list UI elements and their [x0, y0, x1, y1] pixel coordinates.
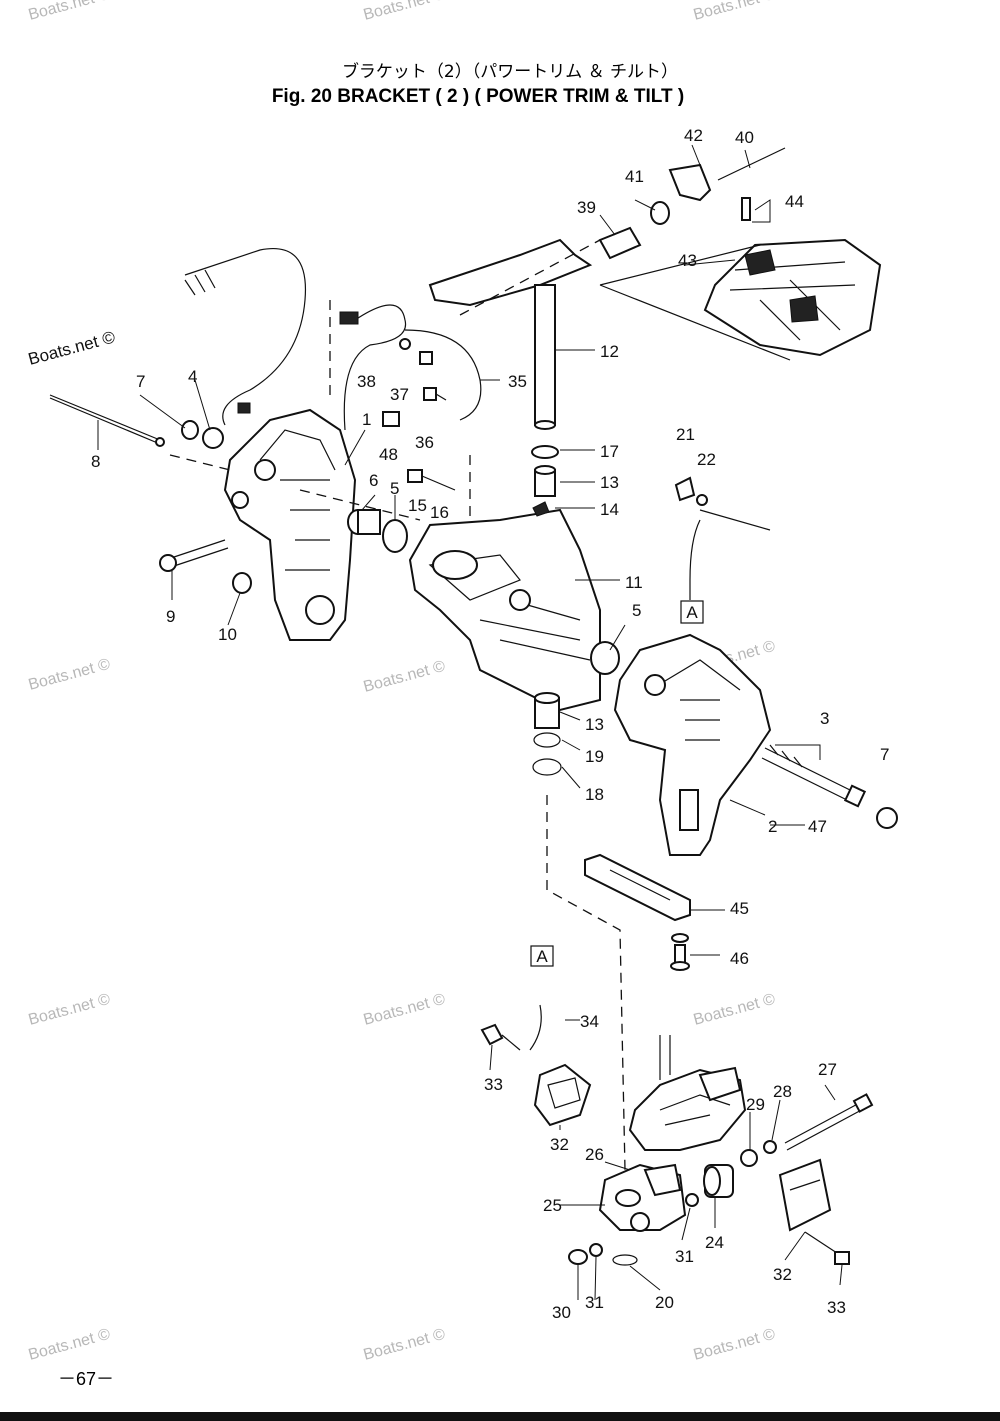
ground-lead — [674, 476, 771, 600]
callout-10: 10 — [218, 625, 237, 644]
callout-32: 32 — [773, 1265, 792, 1284]
callout-46: 46 — [730, 949, 749, 968]
steering-shaft — [534, 284, 556, 430]
callout-4: 4 — [188, 367, 197, 386]
callout-11: 11 — [625, 573, 643, 592]
bottom-rule — [0, 1412, 1000, 1421]
callout-45: 45 — [730, 899, 749, 918]
center-lines — [169, 300, 626, 1171]
watermark: Boats.net © — [692, 991, 778, 1029]
watermark: Boats.net © — [362, 0, 448, 24]
callout-40: 40 — [735, 128, 754, 147]
callout-14: 14 — [600, 500, 619, 519]
callout-13: 13 — [585, 715, 604, 734]
watermark-dark: Boats.net © — [26, 327, 117, 369]
upper-bracket-arm — [428, 147, 786, 316]
callout-48: 48 — [379, 445, 398, 464]
callout-12: 12 — [600, 342, 619, 361]
callout-19: 19 — [585, 747, 604, 766]
callout-37: 37 — [390, 385, 409, 404]
callout-26: 26 — [585, 1145, 604, 1164]
callout-17: 17 — [600, 442, 619, 461]
callout-33: 33 — [484, 1075, 503, 1094]
callout-47: 47 — [808, 817, 827, 836]
callout-8: 8 — [91, 452, 100, 471]
bushing-set — [347, 509, 408, 553]
watermark: Boats.net © — [27, 1326, 113, 1364]
ref-label-a-upper: A — [686, 603, 698, 622]
swivel-bracket — [408, 445, 601, 712]
watermark: Boats.net © — [692, 0, 778, 24]
callout-24: 24 — [705, 1233, 724, 1252]
watermark: Boats.net © — [27, 991, 113, 1029]
callout-16: 16 — [430, 503, 449, 522]
callout-6: 6 — [369, 471, 378, 490]
watermark: Boats.net © — [362, 658, 448, 696]
callout-33: 33 — [827, 1298, 846, 1317]
callout-21: 21 — [676, 425, 695, 444]
callout-41: 41 — [625, 167, 644, 186]
callout-15: 15 — [408, 496, 427, 515]
callout-31: 31 — [675, 1247, 694, 1266]
callout-27: 27 — [818, 1060, 837, 1079]
left-hardware — [49, 394, 252, 594]
ref-box-a-lower — [530, 945, 554, 967]
callout-44: 44 — [785, 192, 804, 211]
callout-13: 13 — [600, 473, 619, 492]
callout-22: 22 — [697, 450, 716, 469]
left-stern-bracket — [223, 408, 357, 641]
trim-cylinder-assembly — [480, 1004, 874, 1266]
page-number: －67－ — [58, 1369, 114, 1389]
callout-32: 32 — [550, 1135, 569, 1154]
tilt-bolt — [761, 744, 898, 829]
callout-2: 2 — [768, 817, 777, 836]
wiring-harness — [184, 248, 482, 431]
leader-lines — [97, 144, 843, 1301]
watermark: Boats.net © — [362, 1326, 448, 1364]
title-english: Fig. 20 BRACKET ( 2 ) ( POWER TRIM & TIL… — [272, 86, 684, 107]
callout-35: 35 — [508, 372, 527, 391]
ref-label-a-lower: A — [536, 947, 548, 966]
callout-30: 30 — [552, 1303, 571, 1322]
callout-36: 36 — [415, 433, 434, 452]
watermark: Boats.net © — [692, 1326, 778, 1364]
watermark: Boats.net © — [27, 656, 113, 694]
title-japanese: ブラケット（2）（パワートリム ＆ チルト） — [342, 61, 678, 82]
callout-43: 43 — [678, 251, 697, 270]
callout-28: 28 — [773, 1082, 792, 1101]
callout-1: 1 — [362, 410, 371, 429]
callout-25: 25 — [543, 1196, 562, 1215]
callout-18: 18 — [585, 785, 604, 804]
callout-7: 7 — [136, 372, 145, 391]
callout-5: 5 — [632, 601, 641, 620]
callout-42: 42 — [684, 126, 703, 145]
callout-39: 39 — [577, 198, 596, 217]
callout-9: 9 — [166, 607, 175, 626]
watermark: Boats.net © — [27, 0, 113, 24]
small-bolts — [382, 338, 456, 491]
right-stern-bracket — [613, 633, 772, 856]
ref-box-a-upper — [680, 600, 704, 624]
watermark: Boats.net © — [362, 991, 448, 1029]
callout-29: 29 — [746, 1095, 765, 1114]
callout-38: 38 — [357, 372, 376, 391]
callout-7: 7 — [880, 745, 889, 764]
callout-34: 34 — [580, 1012, 599, 1031]
anode-plate — [584, 853, 691, 971]
callout-20: 20 — [655, 1293, 674, 1312]
callout-3: 3 — [820, 709, 829, 728]
lower-bushing-stack — [532, 641, 620, 776]
callout-31: 31 — [585, 1293, 604, 1312]
callout-5: 5 — [390, 479, 399, 498]
engine-mount-plate — [599, 238, 882, 361]
callout-labels: 1 2 3 4 5 5 6 7 7 8 9 10 11 12 13 13 14 … — [91, 126, 889, 1322]
